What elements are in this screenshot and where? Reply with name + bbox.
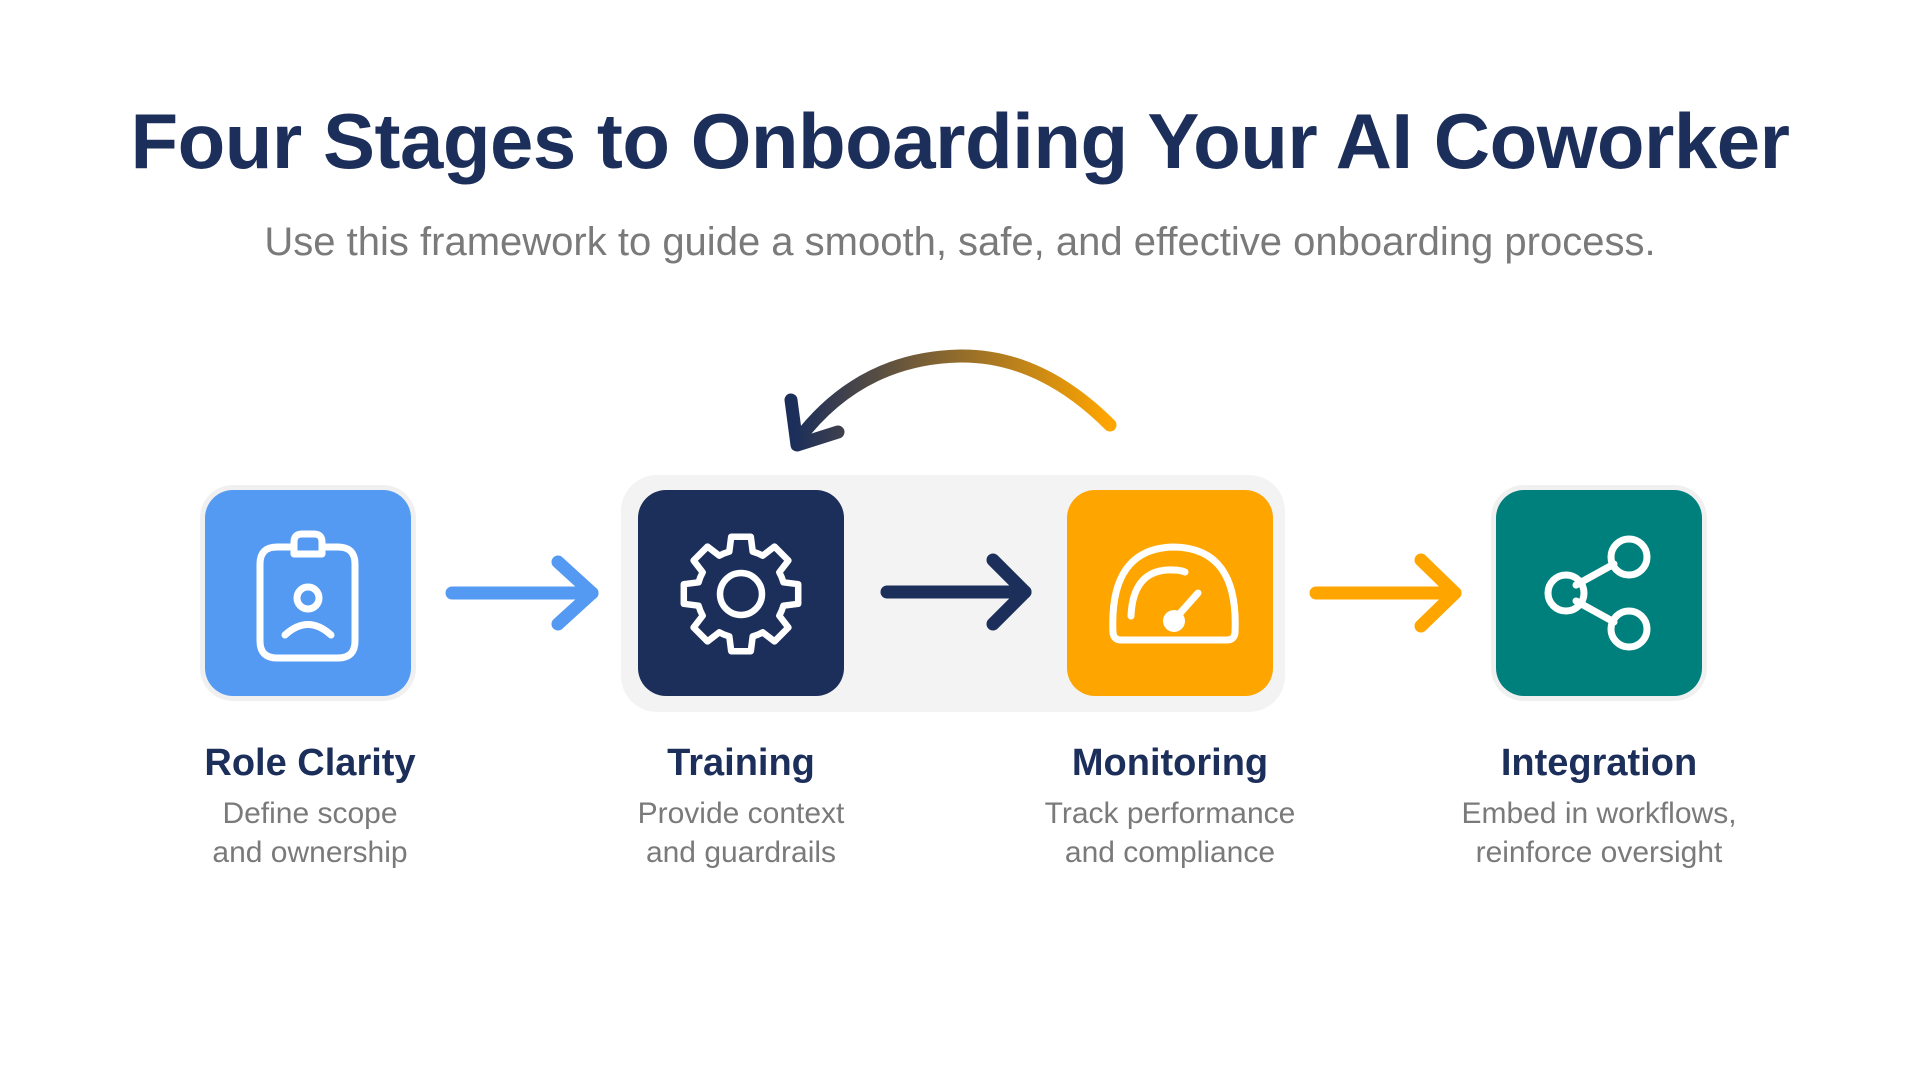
stage-description-line: and guardrails [645, 836, 837, 869]
page-title: Four Stages to Onboarding Your AI Cowork… [130, 97, 1790, 185]
stage-title: Training [667, 742, 815, 784]
stage-title: Monitoring [1071, 742, 1269, 784]
stage-tile-role-clarity [205, 490, 411, 696]
stage-description: Define scope and ownership [130, 794, 490, 872]
arrow-role-to-training [445, 555, 599, 631]
stage-description-line: and ownership [212, 836, 408, 869]
speedometer-icon [1109, 543, 1239, 644]
stage-description-line: Track performance [1044, 797, 1296, 830]
stage-tile-integration [1496, 490, 1702, 696]
stage-description: Provide context and guardrails [561, 794, 921, 872]
stage-description-line: reinforce oversight [1475, 836, 1723, 869]
share-nodes-icon [1544, 535, 1651, 651]
stage-tile-monitoring [1067, 490, 1273, 696]
stage-description-line: Embed in workflows, [1461, 797, 1737, 830]
arrow-monitoring-to-integration [1309, 553, 1462, 633]
stage-description-line: and compliance [1064, 836, 1276, 869]
stage-description-line: Provide context [637, 797, 845, 830]
id-badge-icon [256, 530, 359, 662]
stage-label-role-clarity: Role Clarity Define scope and ownership [130, 740, 490, 872]
feedback-loop-arrow [784, 349, 1117, 452]
stage-description: Embed in workflows, reinforce oversight [1419, 794, 1779, 872]
stage-title: Integration [1500, 742, 1698, 784]
stage-description: Track performance and compliance [990, 794, 1350, 872]
stage-label-integration: Integration Embed in workflows, reinforc… [1419, 740, 1779, 872]
stage-tile-training [638, 490, 844, 696]
stage-title: Role Clarity [204, 742, 416, 784]
page-subtitle: Use this framework to guide a smooth, sa… [264, 220, 1656, 264]
stage-label-training: Training Provide context and guardrails [561, 740, 921, 872]
stage-label-monitoring: Monitoring Track performance and complia… [990, 740, 1350, 872]
gear-icon [680, 533, 802, 655]
stage-description-line: Define scope [222, 797, 398, 830]
